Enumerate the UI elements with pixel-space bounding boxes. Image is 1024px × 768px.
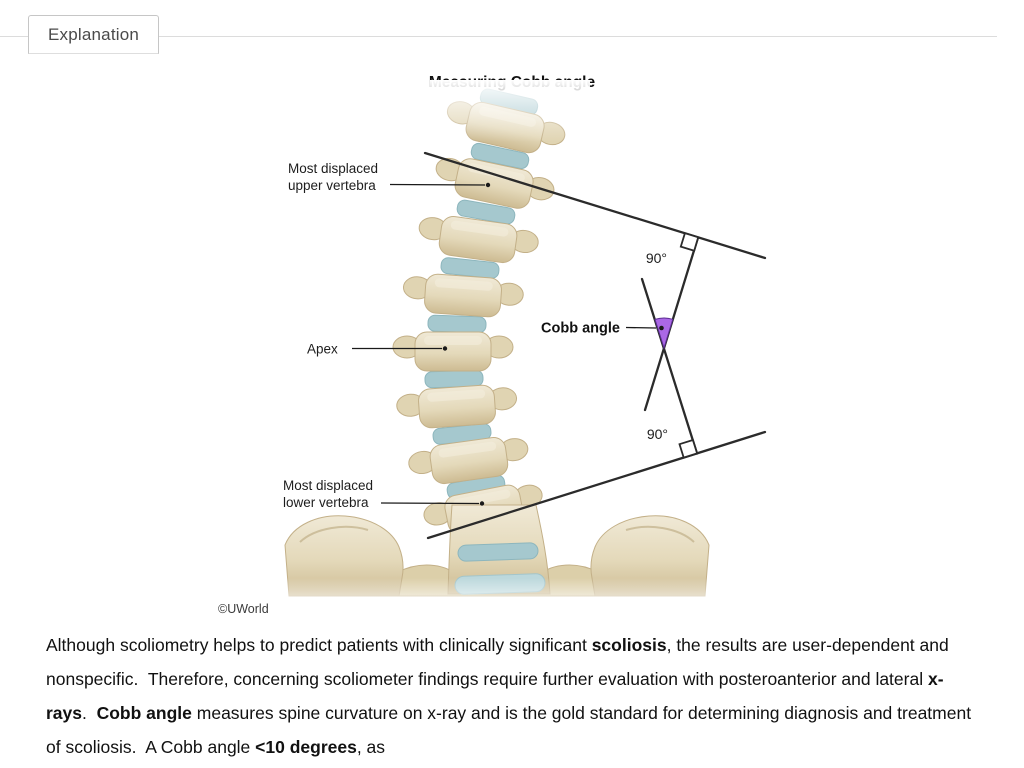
right-angle-marker-top xyxy=(679,232,700,252)
explanation-paragraph: Although scoliometry helps to predict pa… xyxy=(46,635,976,757)
label-upper-vertebra2: upper vertebra xyxy=(288,178,376,193)
figure-labels: Most displaced upper vertebra Apex Cobb … xyxy=(283,161,668,510)
lower-endplate-line xyxy=(426,430,767,540)
label-apex: Apex xyxy=(307,342,338,357)
cobb-angle-geometry xyxy=(423,151,767,540)
tab-explanation[interactable]: Explanation xyxy=(28,15,160,54)
spine-illustration xyxy=(250,80,770,608)
label-lower-vertebra2: lower vertebra xyxy=(283,495,369,510)
label-upper-vertebra: Most displaced xyxy=(288,161,378,176)
cobb-angle-dot xyxy=(659,325,664,331)
cobb-angle-diagram: Most displaced upper vertebra Apex Cobb … xyxy=(250,80,770,608)
upper-endplate-line xyxy=(423,151,767,260)
cobb-angle-wedge xyxy=(654,317,674,350)
label-lower-vertebra: Most displaced xyxy=(283,478,373,493)
figure-credit: ©UWorld xyxy=(218,602,269,616)
label-90-top: 90° xyxy=(646,250,667,266)
label-90-bottom: 90° xyxy=(647,426,668,442)
tab-label: Explanation xyxy=(48,24,140,44)
tab-bar-divider xyxy=(0,36,997,37)
label-cobb-angle: Cobb angle xyxy=(541,321,620,337)
right-angle-marker-bottom xyxy=(678,438,699,459)
lower-perpendicular-line xyxy=(640,277,699,455)
